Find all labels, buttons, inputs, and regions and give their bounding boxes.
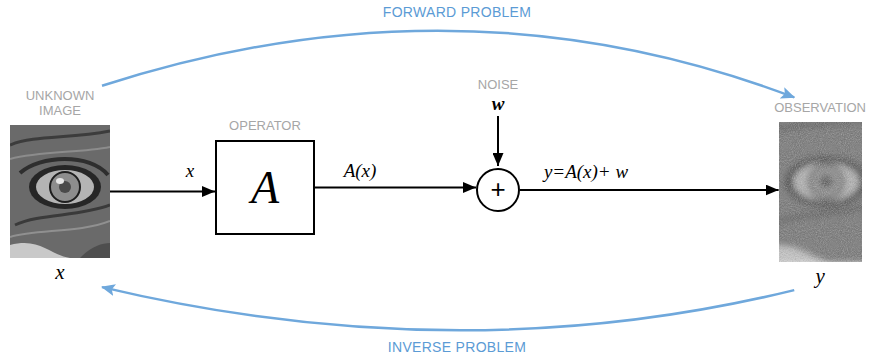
noise-symbol: w [492,94,505,115]
input-image: UNKNOWN IMAGE x [10,88,110,284]
operator-box: OPERATOR A [215,118,315,235]
signal-label: A(x) [342,160,379,182]
signal-arrow [520,189,779,191]
operator-symbol: A [251,165,279,211]
observation-image: OBSERVATION y [774,100,866,288]
sum-junction: + [476,168,520,212]
noise-arrow [497,116,499,166]
operator-box-shape: A [215,140,315,235]
noisy-eye-photo [779,122,862,262]
sum-junction-shape: + [476,168,520,212]
node-heading: OBSERVATION [774,100,866,116]
image-symbol: x [55,261,64,284]
eye-photo [10,125,110,258]
image-symbol: y [815,265,824,288]
noise-heading: NOISE [478,77,518,93]
plus-sign: + [490,176,505,202]
node-heading: UNKNOWN IMAGE [10,88,110,119]
signal-arrow [315,187,476,189]
problem-label: INVERSE PROBLEM [386,339,528,355]
signal-label: x [184,160,196,182]
signal-arrow [110,191,215,193]
problem-arc [102,287,794,330]
problem-arc [102,31,794,98]
node-heading: OPERATOR [229,118,301,134]
problem-label: FORWARD PROBLEM [381,4,533,20]
observation-image-shape [779,122,862,262]
input-image-shape [10,125,110,258]
signal-label: y=A(x)+ w [542,161,630,183]
